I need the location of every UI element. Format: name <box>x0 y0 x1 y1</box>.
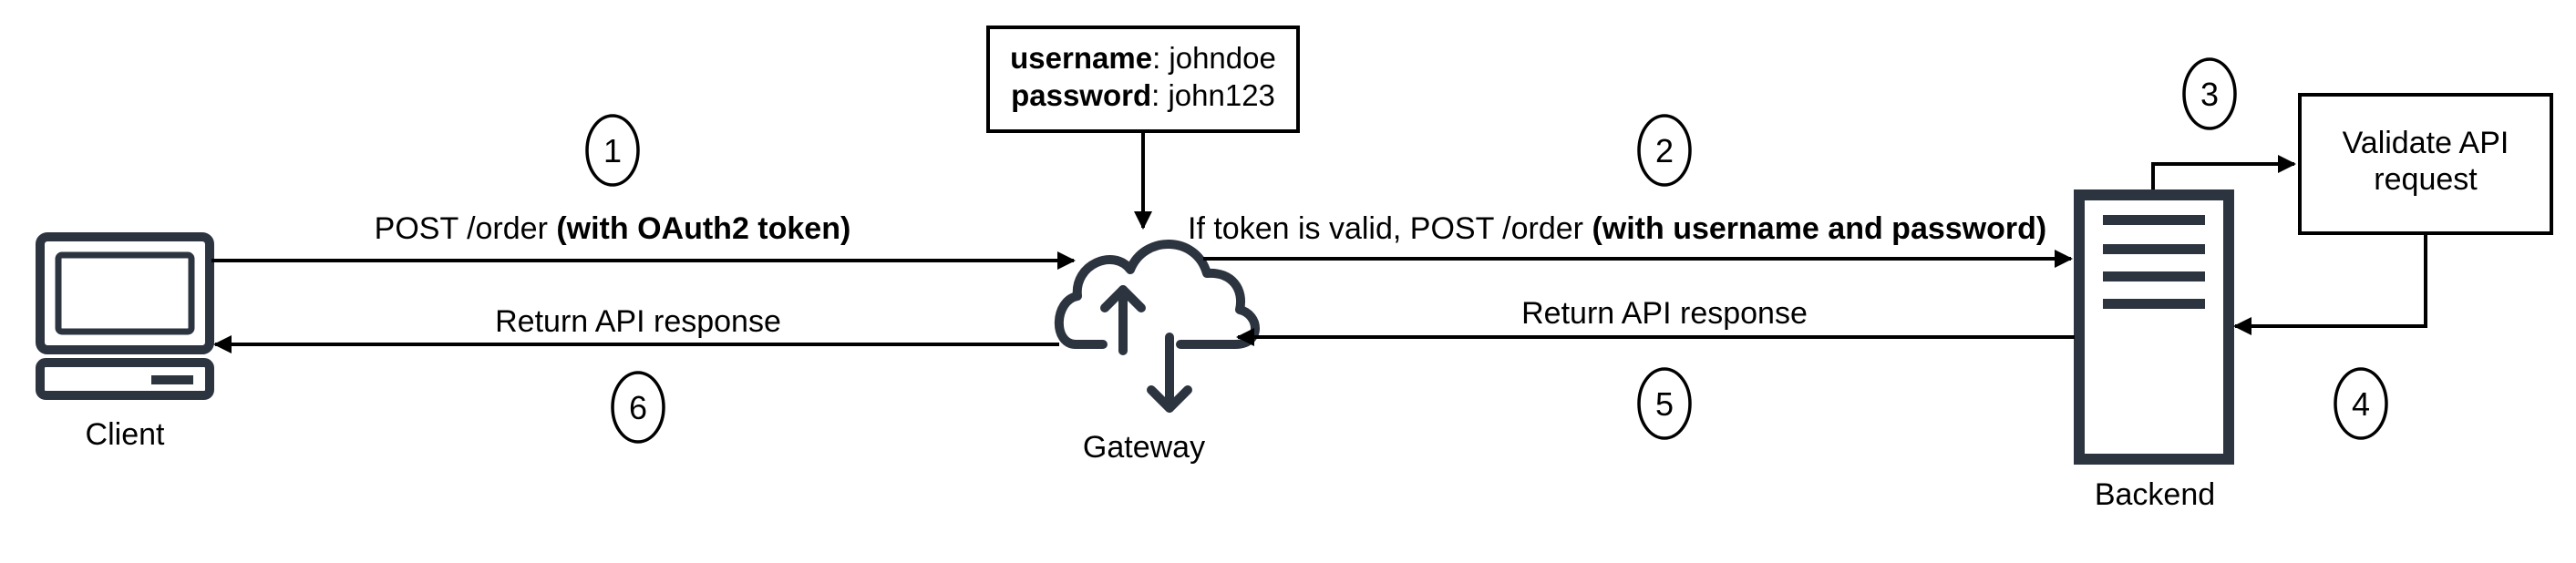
validate-label-line1: Validate API <box>2343 126 2509 160</box>
step-1-marker: 1 <box>585 114 640 187</box>
server-icon <box>2074 189 2234 465</box>
step-2-number: 2 <box>1655 132 1674 169</box>
credentials-box: username: johndoe password: john123 <box>986 26 1300 133</box>
password-value: : john123 <box>1151 78 1275 112</box>
arrow-2-label: If token is valid, POST /order (with use… <box>1188 211 2046 246</box>
arrow-1-label: POST /order (with OAuth2 token) <box>375 211 851 246</box>
password-key: password <box>1011 78 1151 112</box>
step-6-marker: 6 <box>611 371 665 444</box>
step-6-number: 6 <box>629 389 647 426</box>
step-4-marker: 4 <box>2334 367 2388 440</box>
step-5-marker: 5 <box>1637 367 1692 440</box>
validate-box: Validate API request <box>2298 93 2553 235</box>
client-label: Client <box>86 417 165 452</box>
backend-label: Backend <box>2095 477 2215 512</box>
username-line: username: johndoe <box>1010 41 1276 75</box>
username-key: username <box>1010 41 1152 75</box>
arrow-2-label-bold: (with username and password) <box>1592 211 2046 246</box>
step-5-number: 5 <box>1655 385 1674 423</box>
gateway-label: Gateway <box>1083 430 1205 465</box>
step-3-number: 3 <box>2200 76 2219 113</box>
cloud-upload-download-icon <box>1054 240 1260 413</box>
username-value: : johndoe <box>1152 41 1276 75</box>
arrow-2-label-plain: If token is valid, POST /order <box>1188 211 1592 246</box>
arrow-3 <box>2151 155 2296 189</box>
arrow-4 <box>2233 235 2427 335</box>
arrow-6-label: Return API response <box>495 304 781 339</box>
arrow-5-label: Return API response <box>1521 296 1808 331</box>
arrow-1-label-plain: POST /order <box>375 211 557 246</box>
step-2-marker: 2 <box>1637 114 1692 187</box>
validate-label-line2: request <box>2374 162 2478 197</box>
step-3-marker: 3 <box>2182 57 2237 130</box>
password-line: password: john123 <box>1011 78 1275 112</box>
step-1-number: 1 <box>603 132 622 169</box>
arrow-1-label-bold: (with OAuth2 token) <box>556 211 850 246</box>
desktop-computer-icon <box>36 232 214 400</box>
step-4-number: 4 <box>2352 385 2370 423</box>
